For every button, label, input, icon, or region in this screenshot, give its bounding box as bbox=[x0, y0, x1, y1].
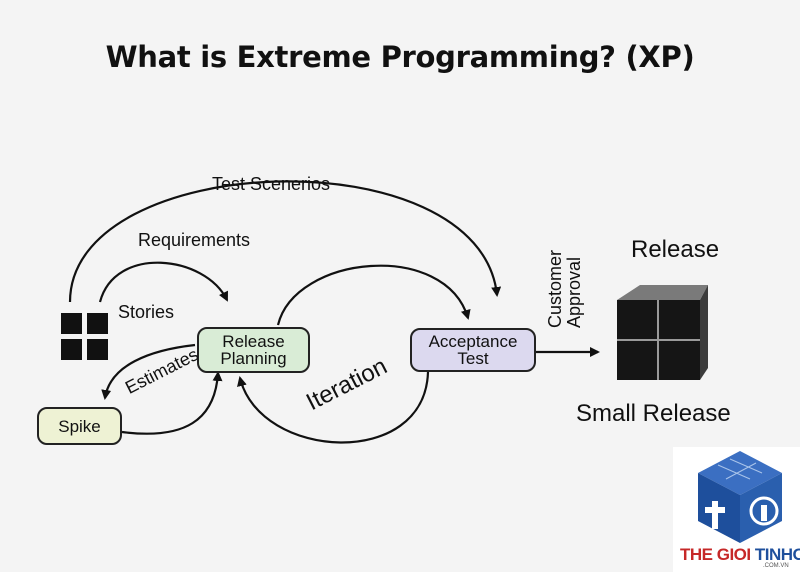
release-planning-line-2: Planning bbox=[220, 349, 287, 368]
requirements-label: Requirements bbox=[138, 230, 251, 250]
acceptance-test-line-2: Test bbox=[457, 349, 489, 368]
logo-brand-red: THE GIOI bbox=[680, 545, 755, 564]
page-title: What is Extreme Programming? (XP) bbox=[105, 40, 695, 74]
stories-label: Stories bbox=[118, 302, 175, 322]
arrow-test-scenarios bbox=[68, 180, 502, 303]
test-scenarios-label: Test Scenerios bbox=[212, 174, 331, 194]
customer-approval-label: Customer Approval bbox=[545, 249, 584, 328]
spike-label: Spike bbox=[58, 416, 101, 436]
release-planning-line-1: Release bbox=[222, 332, 285, 351]
logo-domain-text: .COM.VN bbox=[763, 563, 789, 569]
acceptance-test-line-1: Acceptance bbox=[428, 332, 518, 351]
arrow-planning-to-acceptance bbox=[276, 264, 471, 326]
spike-node: Spike bbox=[37, 407, 122, 445]
release-planning-node: Release Planning bbox=[197, 327, 310, 373]
customer-approval-line-2: Approval bbox=[564, 256, 584, 328]
stories-grid-icon bbox=[61, 313, 108, 360]
arrow-requirements bbox=[98, 261, 228, 303]
release-cube-icon bbox=[617, 285, 708, 380]
release-label: Release bbox=[631, 236, 720, 263]
logo-brand-blue: TINHOC bbox=[754, 545, 800, 564]
logo-cube-icon bbox=[698, 451, 782, 543]
arrow-planning-to-spike bbox=[101, 343, 196, 400]
arrow-estimates bbox=[121, 371, 223, 435]
arrow-iteration-loop bbox=[237, 371, 430, 444]
small-release-label: Small Release bbox=[576, 400, 731, 427]
acceptance-test-node: Acceptance Test bbox=[410, 328, 536, 372]
logo-brand-text: THE GIOI TINHOC bbox=[680, 545, 800, 565]
customer-approval-line-1: Customer bbox=[545, 249, 565, 328]
